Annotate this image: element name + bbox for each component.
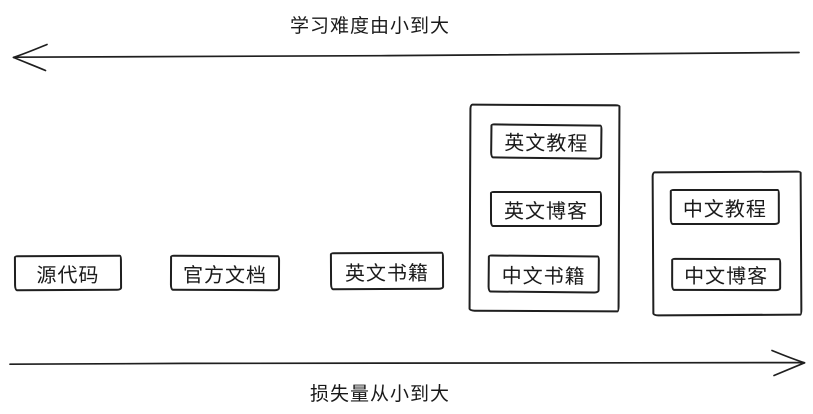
node-chinese-blogs: 中文博客 (671, 257, 782, 292)
node-official-docs: 官方文档 (169, 254, 281, 292)
node-english-books: 英文书籍 (329, 251, 445, 291)
group-left: 英文教程 英文博客 中文书籍 (468, 103, 621, 313)
bottom-axis-label: 损失量从小到大 (310, 384, 451, 405)
node-chinese-books: 中文书籍 (487, 254, 600, 294)
node-chinese-tutorials: 中文教程 (669, 188, 780, 226)
node-source-code: 源代码 (13, 254, 123, 292)
group-right: 中文教程 中文博客 (651, 170, 803, 317)
node-english-blogs: 英文博客 (489, 190, 603, 228)
top-axis-label: 学习难度由小到大 (290, 16, 451, 37)
bottom-axis-arrow-right (9, 349, 806, 377)
node-english-tutorials: 英文教程 (490, 123, 603, 160)
top-axis-arrow-left (12, 43, 800, 72)
